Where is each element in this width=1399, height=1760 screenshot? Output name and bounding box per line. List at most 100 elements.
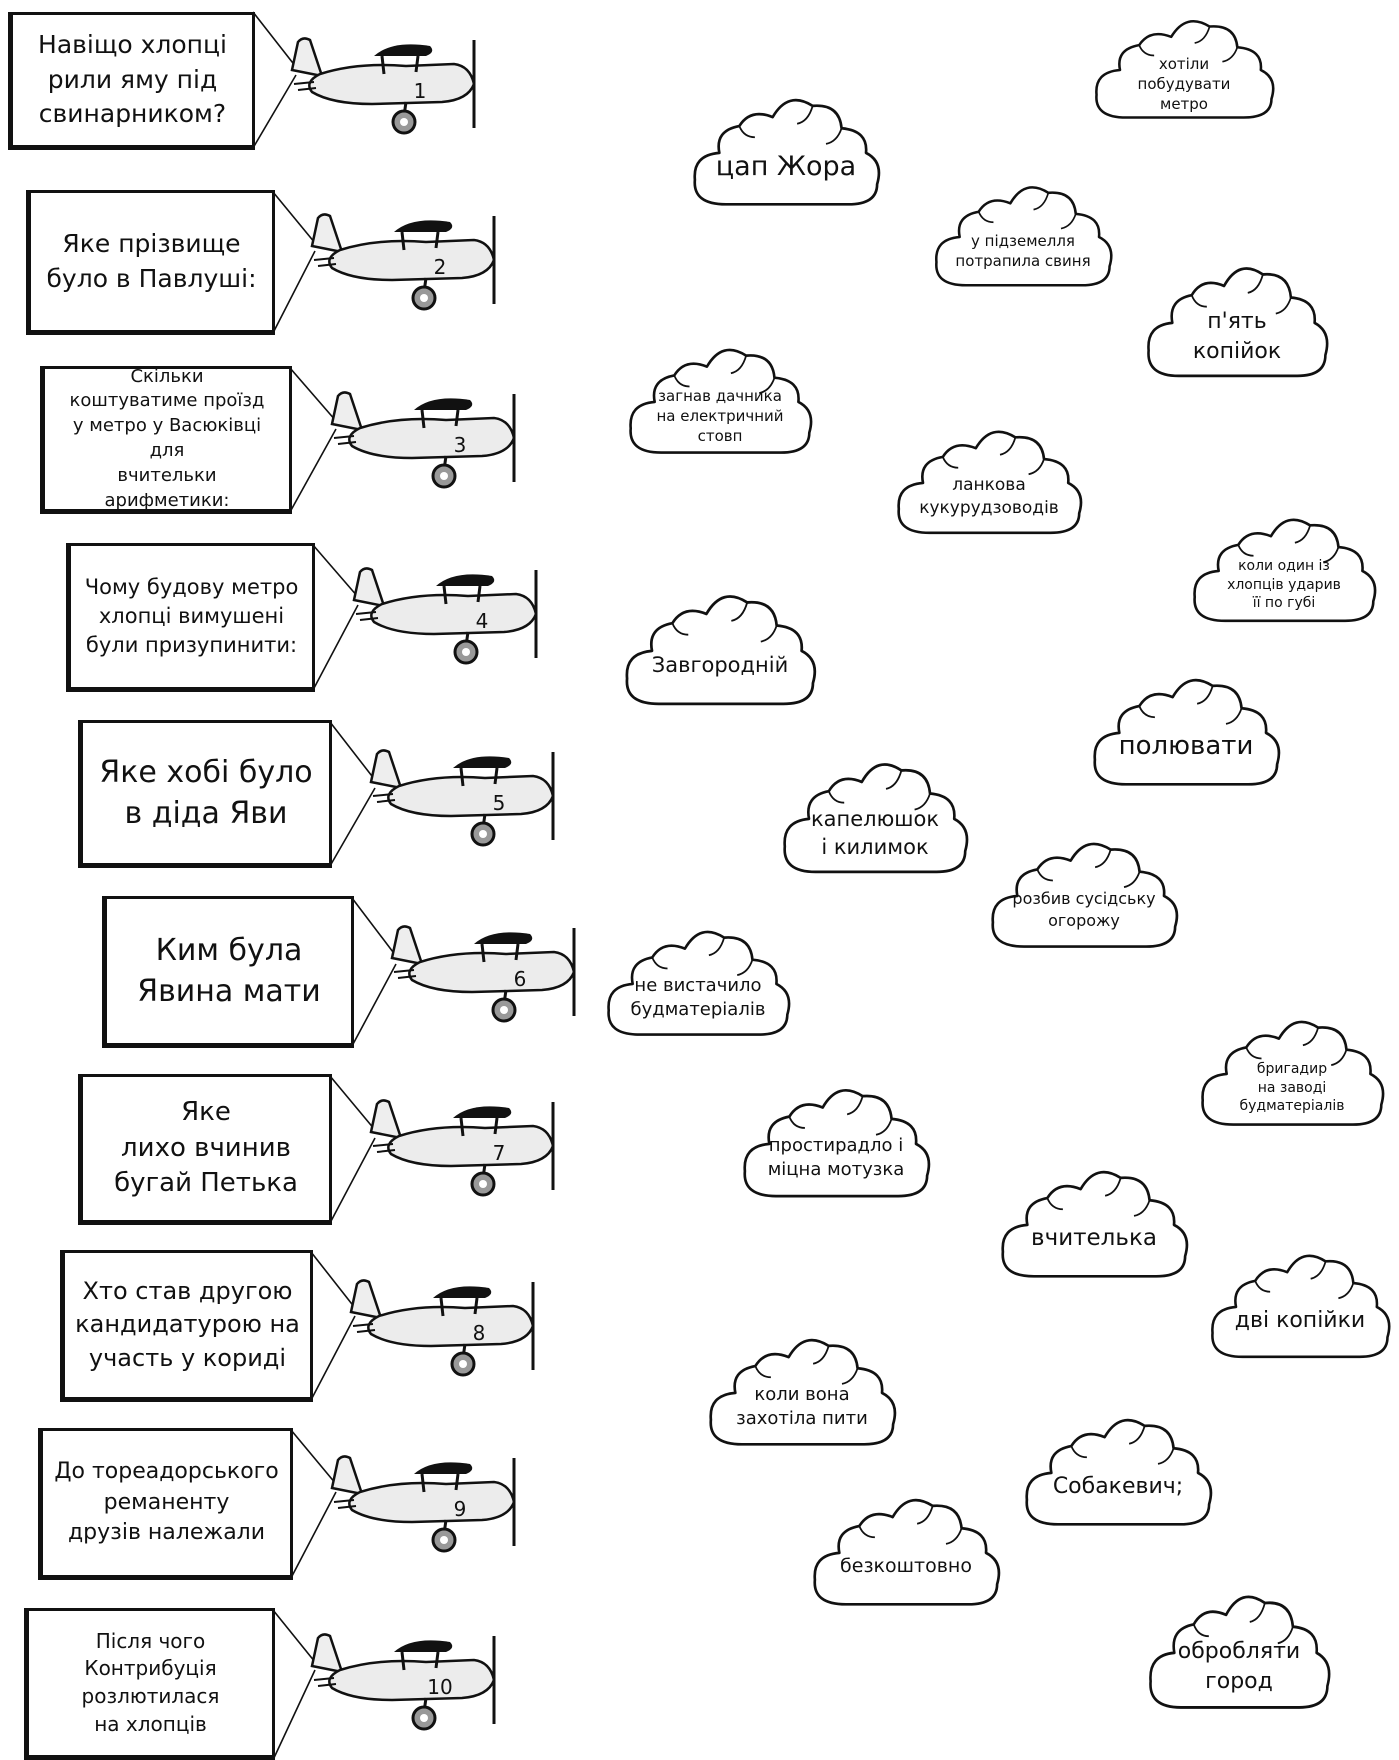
question-card-5: Яке хобі було в діда Яви — [78, 720, 332, 868]
biplane-icon: 7 — [369, 1099, 555, 1197]
plane-number: 7 — [493, 1141, 506, 1165]
answer-text: дві копійки — [1234, 1308, 1366, 1334]
answer-cloud: безкоштовно — [806, 1488, 1006, 1620]
question-card-4: Чому будову метро хлопці вимушені були п… — [66, 543, 315, 692]
biplane-icon: 8 — [349, 1279, 535, 1377]
answer-text: Завгородній — [651, 652, 789, 677]
answer-text: обробляти город — [1177, 1639, 1301, 1694]
question-text: Яке хобі було в діда Яви — [99, 754, 313, 831]
biplane-icon: 5 — [369, 749, 555, 847]
question-text: Чому будову метро хлопці вимушені були п… — [84, 575, 299, 657]
answer-cloud: п'ять копійок — [1140, 256, 1334, 392]
cloud-icon — [1211, 1254, 1391, 1359]
biplane-1: 1 — [286, 28, 486, 138]
answer-text: загнав дачника на електричний стовп — [656, 386, 784, 446]
answer-text: не вистачило будматеріалів — [630, 974, 766, 1020]
question-card-9: До тореадорського реманенту друзів належ… — [38, 1428, 293, 1580]
biplane-5: 5 — [365, 740, 565, 850]
answer-text: хотіли побудувати метро — [1137, 54, 1231, 114]
cloud-icon — [1095, 19, 1275, 119]
plane-number: 1 — [414, 79, 427, 103]
answer-text: полювати — [1118, 731, 1254, 762]
answer-text: безкоштовно — [840, 1555, 972, 1578]
plane-number: 4 — [476, 609, 489, 633]
biplane-icon: 10 — [310, 1633, 496, 1731]
cloud-icon — [743, 1088, 931, 1198]
answer-cloud: капелюшок і килимок — [776, 752, 974, 888]
plane-number: 10 — [427, 1675, 452, 1699]
cloud-icon — [1193, 518, 1377, 623]
biplane-icon: 2 — [310, 213, 496, 311]
answer-text: коли вона захотіла пити — [736, 1383, 868, 1429]
plane-number: 6 — [514, 967, 527, 991]
cloud-icon — [625, 595, 817, 706]
cloud-icon — [693, 98, 881, 206]
biplane-8: 8 — [345, 1270, 545, 1380]
answer-text: простирадло і міцна мотузка — [767, 1134, 905, 1180]
biplane-icon: 4 — [352, 567, 538, 665]
biplane-7: 7 — [365, 1090, 565, 1200]
question-card-10: Після чого Контрибуція розлютилася на хл… — [24, 1608, 275, 1760]
cloud-icon — [1093, 678, 1281, 786]
answer-cloud: цап Жора — [686, 88, 886, 220]
cloud-icon — [1149, 1595, 1331, 1709]
answer-cloud: у підземелля потрапила свиня — [928, 176, 1118, 300]
biplane-2: 2 — [306, 204, 506, 314]
cloud-icon — [1025, 1418, 1213, 1526]
biplane-4: 4 — [348, 558, 548, 668]
question-card-2: Яке прізвище було в Павлуші: — [26, 190, 275, 335]
answer-text: вчителька — [1031, 1225, 1157, 1252]
cloud-icon — [991, 842, 1179, 948]
answer-cloud: Завгородній — [618, 584, 822, 720]
question-card-7: Яке лихо вчинив бугай Петька — [78, 1074, 332, 1225]
answer-cloud: коли вона захотіла пити — [702, 1328, 902, 1460]
biplane-6: 6 — [386, 916, 586, 1026]
question-card-3: Скільки коштуватиме проїзд у метро у Вас… — [40, 366, 292, 514]
cloud-icon — [1001, 1170, 1189, 1278]
answer-cloud: ланкова кукурудзоводів — [890, 420, 1088, 548]
plane-number: 8 — [473, 1321, 486, 1345]
answer-cloud: Собакевич; — [1018, 1408, 1218, 1540]
answer-cloud: обробляти город — [1142, 1584, 1336, 1724]
cloud-icon — [1201, 1020, 1385, 1126]
answer-cloud: простирадло і міцна мотузка — [736, 1078, 936, 1212]
answer-cloud: хотіли побудувати метро — [1088, 10, 1280, 132]
answer-cloud: полювати — [1086, 668, 1286, 800]
cloud-icon — [629, 348, 813, 454]
question-text: Яке лихо вчинив бугай Петька — [114, 1096, 298, 1199]
answer-text: коли один із хлопців ударив її по губі — [1227, 557, 1341, 612]
answer-text: ланкова кукурудзоводів — [919, 475, 1059, 518]
question-text: Навіщо хлопці рили яму під свинарником? — [38, 30, 227, 129]
plane-number: 9 — [454, 1497, 467, 1521]
answer-text: розбив сусідську огорожу — [1012, 889, 1156, 930]
cloud-icon — [709, 1338, 897, 1446]
biplane-icon: 1 — [290, 37, 476, 135]
question-text: Яке прізвище було в Павлуші: — [46, 229, 257, 293]
answer-text: у підземелля потрапила свиня — [955, 231, 1091, 270]
cloud-icon — [813, 1498, 1001, 1606]
answer-cloud: коли один із хлопців ударив її по губі — [1186, 508, 1382, 636]
question-text: Після чого Контрибуція розлютилася на хл… — [81, 1628, 220, 1736]
question-text: До тореадорського реманенту друзів належ… — [54, 1459, 279, 1546]
answer-text: п'ять копійок — [1192, 309, 1282, 364]
cloud-icon — [1147, 267, 1329, 378]
biplane-3: 3 — [326, 382, 526, 492]
answer-text: бригадир на заводі будматеріалів — [1239, 1060, 1345, 1115]
answer-cloud: розбив сусідську огорожу — [984, 832, 1184, 962]
answer-cloud: бригадир на заводі будматеріалів — [1194, 1010, 1390, 1140]
question-card-1: Навіщо хлопці рили яму під свинарником? — [8, 12, 255, 150]
biplane-9: 9 — [326, 1446, 526, 1556]
biplane-icon: 3 — [330, 391, 516, 489]
cloud-icon — [607, 930, 791, 1036]
question-text: Ким була Явина мати — [137, 932, 321, 1009]
question-card-8: Хто став другою кандидатурою на участь у… — [60, 1250, 313, 1402]
plane-number: 5 — [493, 791, 506, 815]
answer-cloud: вчителька — [994, 1160, 1194, 1292]
cloud-icon — [897, 430, 1083, 535]
plane-number: 3 — [454, 433, 467, 457]
biplane-icon: 9 — [330, 1455, 516, 1553]
plane-number: 2 — [434, 255, 447, 279]
cloud-icon — [783, 763, 969, 874]
answer-text: капелюшок і килимок — [810, 806, 940, 859]
biplane-icon: 6 — [390, 925, 576, 1023]
